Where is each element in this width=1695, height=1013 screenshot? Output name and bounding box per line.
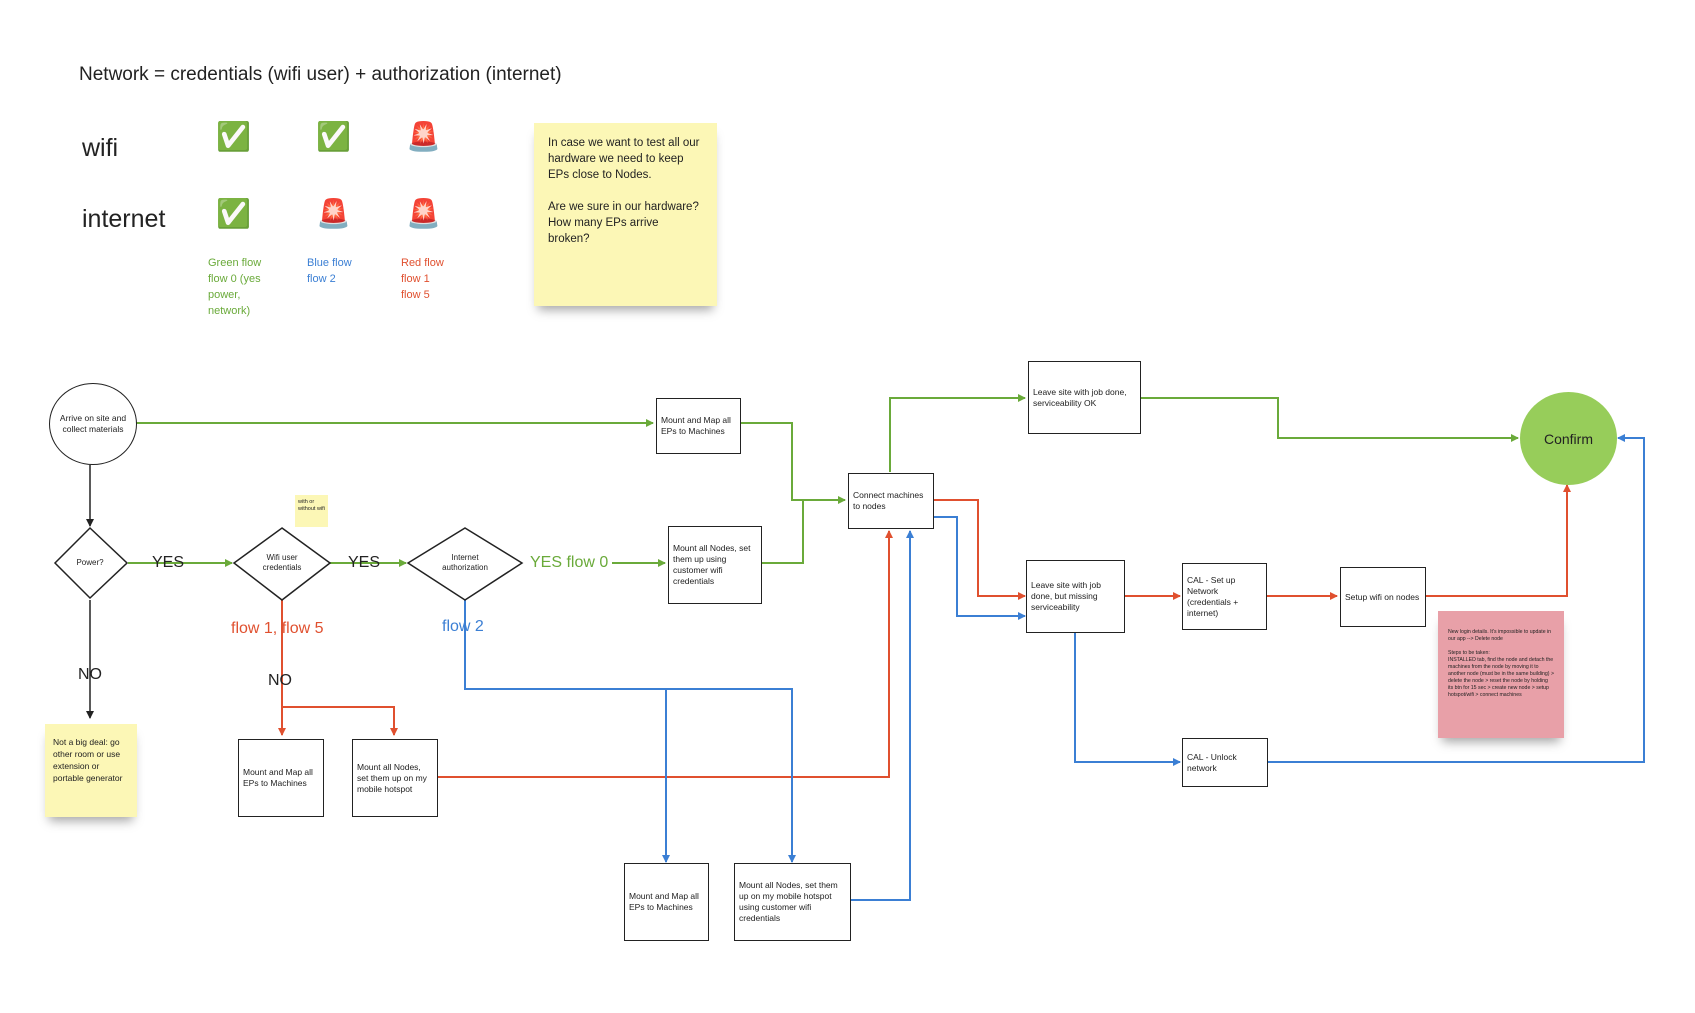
process-mount-map-top: Mount and Map all EPs to Machines: [656, 398, 741, 454]
edge-label-yes-flow0: YES flow 0: [530, 554, 609, 571]
sticky-note-hardware: In case we want to test all our hardware…: [534, 123, 717, 306]
process-cal-setup: CAL - Set up Network (credentials + inte…: [1182, 563, 1267, 630]
decision-power: Power?: [76, 558, 104, 567]
edge-connect-leavemissing: [933, 499, 1026, 600]
edge-label-yes-wifi: YES: [348, 554, 381, 571]
process-mount-nodes-hotspot-customer: Mount all Nodes, set them up on my mobil…: [734, 863, 851, 941]
edge-label-flow2: flow 2: [442, 618, 484, 635]
edge-mountnodes-connect: [760, 500, 804, 564]
decision-wifi: Wifi user credentials: [262, 553, 302, 572]
edge-internet-blue-branch: [666, 688, 796, 863]
decision-wifi-shape: [232, 527, 332, 601]
siren-icon: 🚨: [316, 198, 351, 229]
edge-unlock-confirm: [1268, 434, 1645, 763]
check-icon: ✅: [216, 198, 251, 229]
row-label-wifi: wifi: [82, 134, 119, 162]
process-leave-missing: Leave site with job done, but missing se…: [1026, 560, 1125, 633]
edge-label-yes-power: YES: [152, 554, 185, 571]
edge-connect-leavemissing-blue: [933, 516, 1026, 620]
process-connect-machines: Connect machines to nodes: [848, 473, 934, 529]
edge-leaveok-confirm: [1140, 397, 1519, 442]
decision-internet: Internet authorization: [442, 553, 488, 572]
sticky-note-power: Not a big deal: go other room or use ext…: [45, 724, 137, 817]
page-title: Network = credentials (wifi user) + auth…: [79, 64, 562, 85]
edge-setupwifi-confirm: [1425, 484, 1571, 597]
sticky-note-wifi: with or without wifi: [295, 495, 328, 527]
edge-label-no-wifi: NO: [268, 672, 292, 689]
decision-power-shape: [53, 526, 129, 600]
process-mount-nodes-customer: Mount all Nodes, set them up using custo…: [668, 526, 762, 604]
edge-mountmap-connect: [740, 422, 846, 504]
decision-internet-shape: [406, 527, 524, 601]
legend-blue-flow: Blue flow flow 2: [307, 257, 352, 285]
row-label-internet: internet: [82, 205, 166, 233]
confirm-node: Confirm: [1520, 392, 1617, 485]
process-mount-map-red: Mount and Map all EPs to Machines: [238, 739, 324, 817]
edge-hotspotcustomer-connect: [850, 530, 914, 901]
edge-internet-blue: [464, 600, 670, 863]
edge-label-flow15: flow 1, flow 5: [231, 620, 324, 637]
check-icon: ✅: [216, 121, 251, 152]
siren-icon: 🚨: [406, 121, 441, 152]
process-leave-ok: Leave site with job done, serviceability…: [1028, 361, 1141, 434]
start-node: Arrive on site and collect materials: [49, 383, 137, 465]
check-icon: ✅: [316, 121, 351, 152]
edge-hotspot-connect: [438, 530, 893, 778]
edge-leavemissing-unlock: [1074, 633, 1181, 766]
edge-label-no-power: NO: [78, 666, 102, 683]
edge-wifi-no-branch: [282, 706, 398, 736]
process-mount-map-blue: Mount and Map all EPs to Machines: [624, 863, 709, 941]
process-mount-nodes-hotspot: Mount all Nodes, set them up on my mobil…: [352, 739, 438, 817]
process-setup-wifi: Setup wifi on nodes: [1340, 567, 1426, 627]
process-cal-unlock: CAL - Unlock network: [1182, 738, 1268, 787]
edge-connect-leaveok: [889, 394, 1026, 472]
sticky-note-login: New login details. It's impossible to up…: [1438, 611, 1564, 738]
legend-red-flow: Red flow flow 1 flow 5: [401, 257, 444, 301]
siren-icon: 🚨: [406, 198, 441, 229]
legend-green-flow: Green flow flow 0 (yes power, network): [208, 257, 262, 317]
